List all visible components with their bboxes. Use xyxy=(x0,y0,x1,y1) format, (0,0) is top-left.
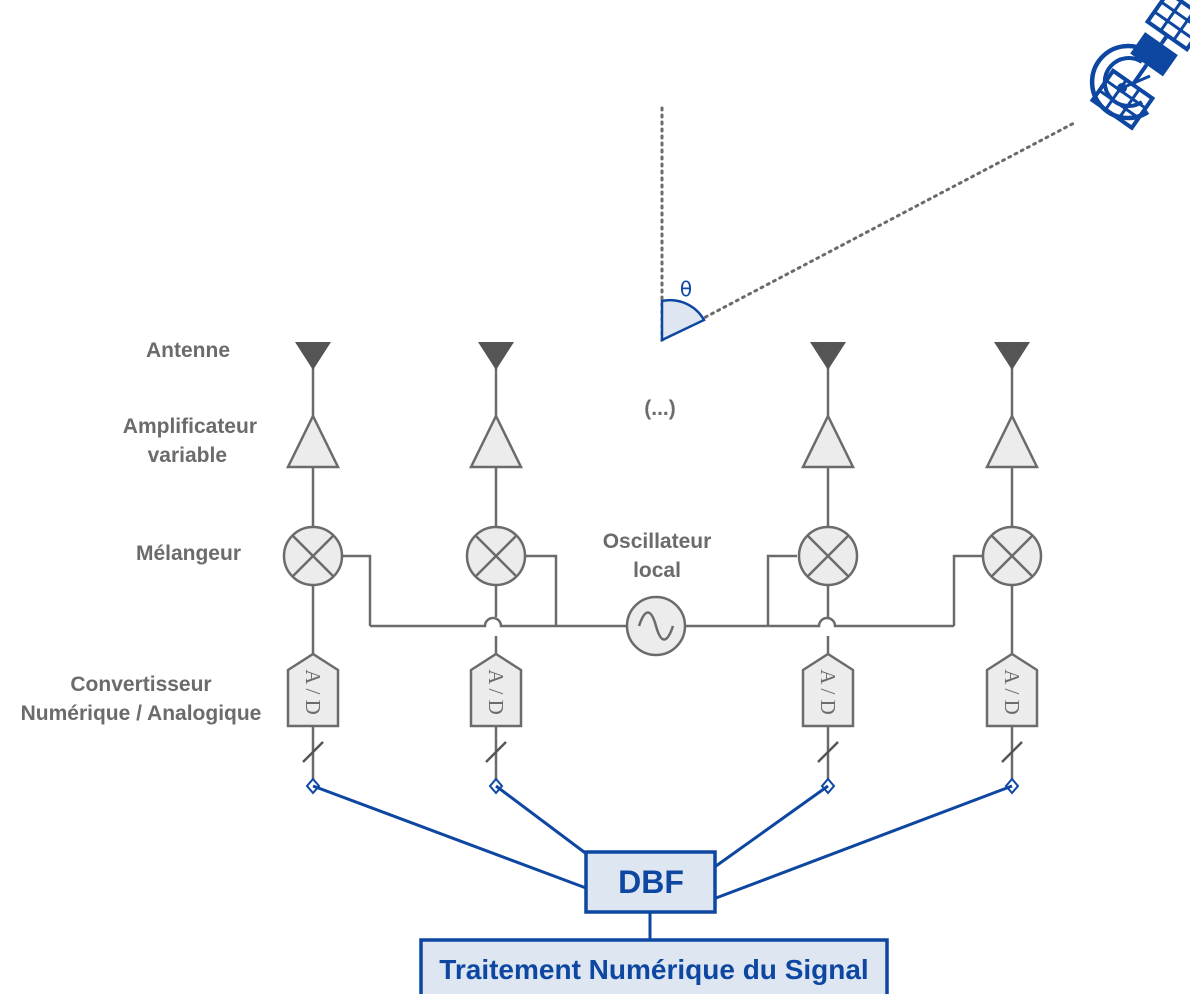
dbf-block: DBF xyxy=(584,850,717,914)
antenna-icon xyxy=(994,342,1030,370)
ellipsis-label: (...) xyxy=(644,397,676,420)
oscillator-bus xyxy=(342,554,982,628)
oscillator-label-1: Oscillateur xyxy=(603,530,712,553)
adc-block-icon: A / D xyxy=(286,652,340,728)
bus-slash-mark xyxy=(817,741,839,763)
angle-arc xyxy=(660,298,706,342)
satellite-icon xyxy=(1089,0,1190,131)
mixer-cross-circle-icon xyxy=(282,525,344,587)
antenna-icon xyxy=(295,342,331,370)
local-oscillator xyxy=(625,595,687,657)
dsp-block: Traitement Numérique du Signal xyxy=(419,938,889,994)
oscillator-label-2: local xyxy=(633,559,681,582)
adc-label: A / D xyxy=(484,669,508,715)
incidence-direction-line xyxy=(660,120,1078,342)
dsp-label: Traitement Numérique du Signal xyxy=(439,954,868,985)
adc-block-icon: A / D xyxy=(469,652,523,728)
adc-block-icon: A / D xyxy=(801,652,855,728)
converter-row-label-2: Numérique / Analogique xyxy=(21,702,262,725)
dbf-label: DBF xyxy=(618,864,684,900)
adc-label: A / D xyxy=(816,669,840,715)
antenna-icon xyxy=(478,342,514,370)
bus-slash-mark xyxy=(1001,741,1023,763)
receive-channel-4: A / D xyxy=(981,342,1043,795)
amplifier-row-label-2: variable xyxy=(148,444,227,467)
amplifier-triangle-icon xyxy=(285,413,341,469)
converter-row-label-1: Convertisseur xyxy=(70,673,211,696)
receive-channel-1: A / D xyxy=(282,342,344,795)
amplifier-triangle-icon xyxy=(468,413,524,469)
receive-channel-2: A / D xyxy=(465,342,527,795)
amplifier-triangle-icon xyxy=(800,413,856,469)
bus-slash-mark xyxy=(302,741,324,763)
receive-channel-3: A / D xyxy=(797,342,859,795)
adc-label: A / D xyxy=(1000,669,1024,715)
mixer-cross-circle-icon xyxy=(465,525,527,587)
amplifier-triangle-icon xyxy=(984,413,1040,469)
theta-label: θ xyxy=(680,277,692,301)
bus-slash-mark xyxy=(485,741,507,763)
mixer-cross-circle-icon xyxy=(981,525,1043,587)
mixer-cross-circle-icon xyxy=(797,525,859,587)
antenna-icon xyxy=(810,342,846,370)
adc-block-icon: A / D xyxy=(985,652,1039,728)
antenna-row-label: Antenne xyxy=(146,339,230,362)
mixer-row-label: Mélangeur xyxy=(136,542,241,565)
digital-links xyxy=(312,784,1013,940)
amplifier-row-label-1: Amplificateur xyxy=(123,415,257,438)
adc-label: A / D xyxy=(301,669,325,715)
